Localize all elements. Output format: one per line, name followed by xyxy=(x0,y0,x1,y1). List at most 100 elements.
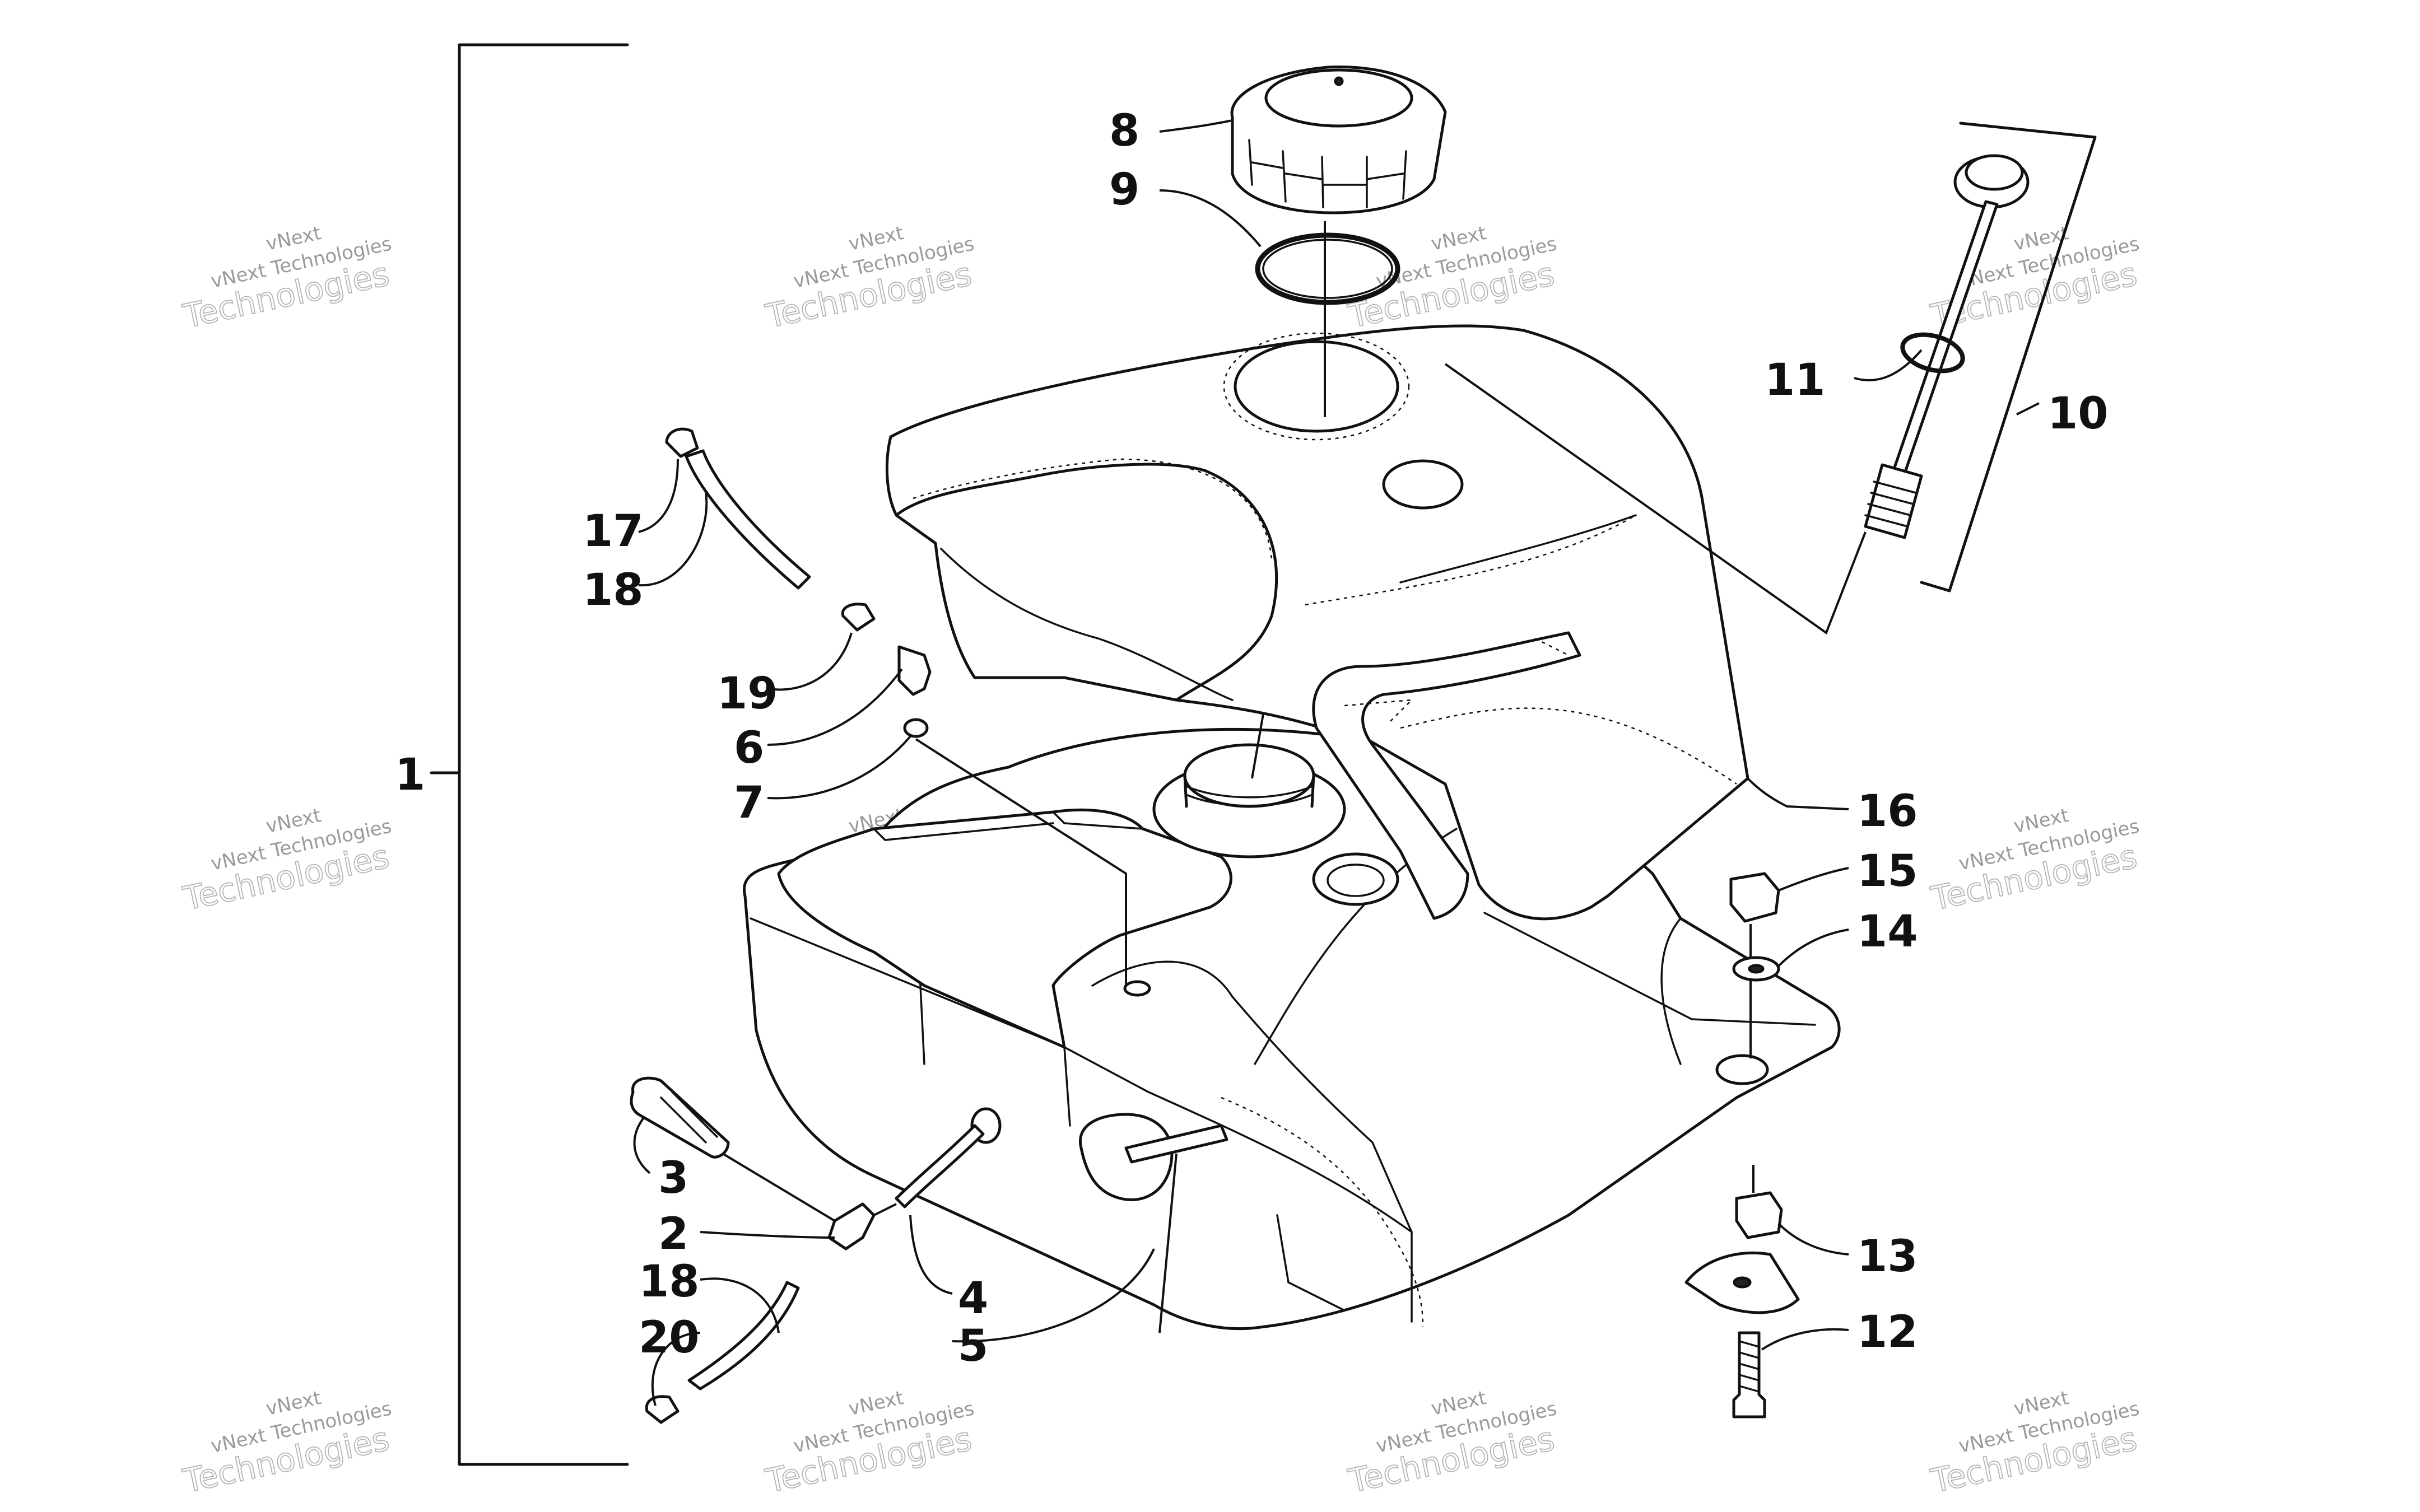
leader-12 xyxy=(1761,1328,1849,1351)
vent-hose-clamp-top xyxy=(665,427,699,458)
leader-3 xyxy=(633,1116,651,1174)
fuel-tank-lip xyxy=(1483,912,1816,1026)
fuel-gauge-float xyxy=(1864,463,1923,539)
fuel-fitting xyxy=(827,1202,876,1250)
callout-5: 5 xyxy=(958,1321,988,1371)
leader-5 xyxy=(952,1248,1155,1343)
leader-20 xyxy=(651,1332,701,1406)
fuel-tank-ridge xyxy=(750,917,1413,1233)
fuel-gauge-bracket xyxy=(1920,122,2097,592)
fuel-cap-vent xyxy=(1334,76,1344,86)
vent-hose-assembly xyxy=(665,427,932,738)
callout-3: 3 xyxy=(658,1153,688,1203)
tank-cover xyxy=(885,324,1749,921)
callout-16: 16 xyxy=(1857,786,1918,837)
fuel-line-clamp xyxy=(645,1395,680,1424)
gauge-centre-line xyxy=(1444,363,1867,635)
fuel-line-short xyxy=(895,1124,985,1208)
callout-1: 1 xyxy=(395,750,425,800)
vent-centre-line xyxy=(915,738,1127,986)
filler-neck-wall xyxy=(1183,774,1315,808)
flange-nut-top xyxy=(1729,872,1780,923)
bolt-thread xyxy=(1738,1340,1760,1393)
tank-cover-stitch xyxy=(1305,514,1636,606)
rubber-mount-hole xyxy=(1733,1276,1752,1289)
tank-cover-gauge-opening xyxy=(1382,459,1464,510)
watermark: vNext vNext Technologies Technologies xyxy=(762,1387,976,1501)
fuel-line-centre-line xyxy=(722,1152,897,1222)
callout-20: 20 xyxy=(639,1313,700,1363)
watermark: vNext vNext Technologies Technologies xyxy=(1927,1387,2142,1501)
vent-elbow-fitting xyxy=(897,645,932,696)
fuel-tank-ridge xyxy=(1276,1214,1346,1312)
tank-cover-strap-stitch xyxy=(1344,637,1569,723)
fuel-gauge-o-ring xyxy=(1900,332,1965,374)
leader-13 xyxy=(1777,1222,1849,1256)
callout-18a: 18 xyxy=(583,565,644,615)
callouts: 1 8 9 11 10 17 18 19 6 7 16 15 14 13 12 … xyxy=(395,106,2109,1371)
watermark: vNext vNext Technologies Technologies xyxy=(1927,804,2142,918)
sender-port-inner xyxy=(1327,864,1385,897)
callout-9: 9 xyxy=(1109,165,1139,215)
petcock-centre-line xyxy=(1158,1153,1178,1333)
leader-lines xyxy=(633,119,2040,1406)
fuel-line-long xyxy=(687,1281,800,1390)
fuel-cap-grip xyxy=(1248,139,1407,208)
fuel-tank-ridge xyxy=(1091,960,1234,998)
watermark: vNext vNext Technologies Technologies xyxy=(1344,222,1559,336)
callout-15: 15 xyxy=(1857,846,1918,897)
callout-11: 11 xyxy=(1765,355,1826,405)
callout-19: 19 xyxy=(717,669,778,719)
fuel-gauge-cap-top xyxy=(1965,154,2024,191)
callout-8: 8 xyxy=(1109,106,1139,156)
leader-10 xyxy=(2016,402,2040,416)
callout-14: 14 xyxy=(1857,907,1918,957)
leader-7 xyxy=(767,735,911,800)
leader-6 xyxy=(767,668,903,746)
callout-17: 17 xyxy=(583,506,644,557)
filler-neck-thread xyxy=(1186,786,1312,799)
tank-cover-strap xyxy=(1312,631,1581,920)
callout-6: 6 xyxy=(734,723,764,773)
leader-4 xyxy=(909,1215,953,1295)
hardware-centre-line xyxy=(1749,924,1755,1193)
leader-16 xyxy=(1747,777,1849,810)
vent-hole xyxy=(1123,980,1151,997)
watermark: vNext vNext Technologies Technologies xyxy=(179,1387,394,1501)
watermark: vNext vNext Technologies Technologies xyxy=(762,222,976,336)
leader-18b xyxy=(700,1277,780,1333)
callout-2: 2 xyxy=(658,1209,688,1259)
vent-hose-clamp xyxy=(841,603,876,632)
leader-11 xyxy=(1854,349,1923,381)
leader-8 xyxy=(1159,119,1233,133)
fuel-cap-o-ring-inner xyxy=(1262,239,1393,299)
flange-nut-bottom xyxy=(1735,1191,1783,1239)
leader-19 xyxy=(767,632,853,691)
leader-18a xyxy=(638,492,708,587)
tank-cover-fold xyxy=(940,548,1234,701)
tank-cover-filler-stitch xyxy=(1223,332,1410,441)
callout-7: 7 xyxy=(734,778,764,828)
leader-2 xyxy=(700,1231,835,1239)
fuel-tank-seam xyxy=(1221,1096,1424,1328)
hardware xyxy=(1684,872,1800,1418)
fuel-strap-texture xyxy=(660,1091,718,1144)
assembly-bracket xyxy=(458,43,629,1466)
leader-14 xyxy=(1777,928,1849,967)
callout-10: 10 xyxy=(2047,389,2109,439)
callout-4: 4 xyxy=(958,1273,988,1324)
tank-cover-stitch xyxy=(1400,707,1737,785)
neck-centre-line xyxy=(1251,713,1264,779)
tank-cover-filler-opening xyxy=(1234,340,1399,433)
leader-9 xyxy=(1159,189,1262,248)
fuel-cap xyxy=(1230,66,1447,214)
vent-hose xyxy=(685,449,811,590)
tank-cover-stitch xyxy=(913,458,1273,561)
fuel-tank-ridge xyxy=(1231,996,1413,1323)
filler-neck-thread xyxy=(1186,794,1312,807)
tank-cover-fold xyxy=(1399,514,1637,584)
washer-hole xyxy=(1748,964,1765,974)
fuel-cap-top xyxy=(1264,68,1413,128)
mount-hole xyxy=(1715,1054,1769,1085)
